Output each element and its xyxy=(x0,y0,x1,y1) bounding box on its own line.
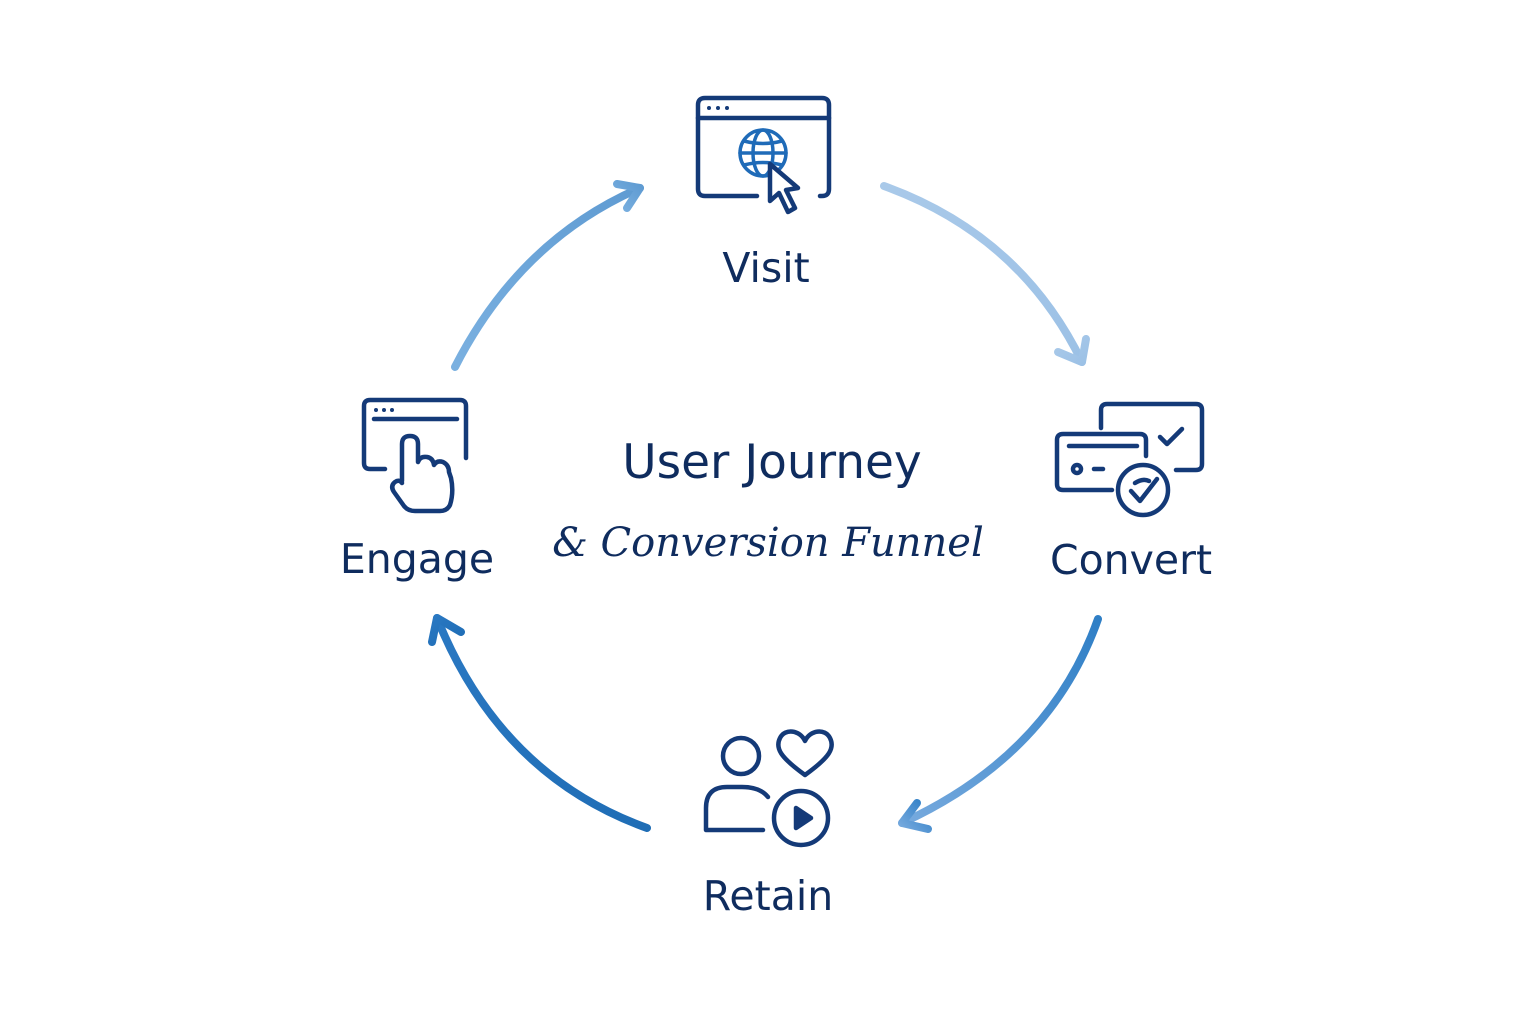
arrow-convert-to-retain xyxy=(898,615,1102,833)
stage-label-convert: Convert xyxy=(1050,536,1212,584)
diagram-subtitle: & Conversion Funnel xyxy=(552,520,984,566)
diagram-title: User Journey xyxy=(622,435,922,490)
arrow-engage-to-visit xyxy=(451,180,644,371)
browser-hand-pointer-icon xyxy=(361,397,469,514)
stage-label-engage: Engage xyxy=(340,535,494,583)
arrow-retain-to-engage xyxy=(428,614,651,832)
arrow-visit-to-convert xyxy=(880,182,1090,366)
stage-label-visit: Visit xyxy=(722,244,809,292)
credit-card-checkmark-icon xyxy=(1054,401,1205,518)
stage-label-retain: Retain xyxy=(703,872,833,920)
browser-globe-cursor-icon xyxy=(695,95,832,215)
user-heart-play-icon xyxy=(703,729,834,848)
